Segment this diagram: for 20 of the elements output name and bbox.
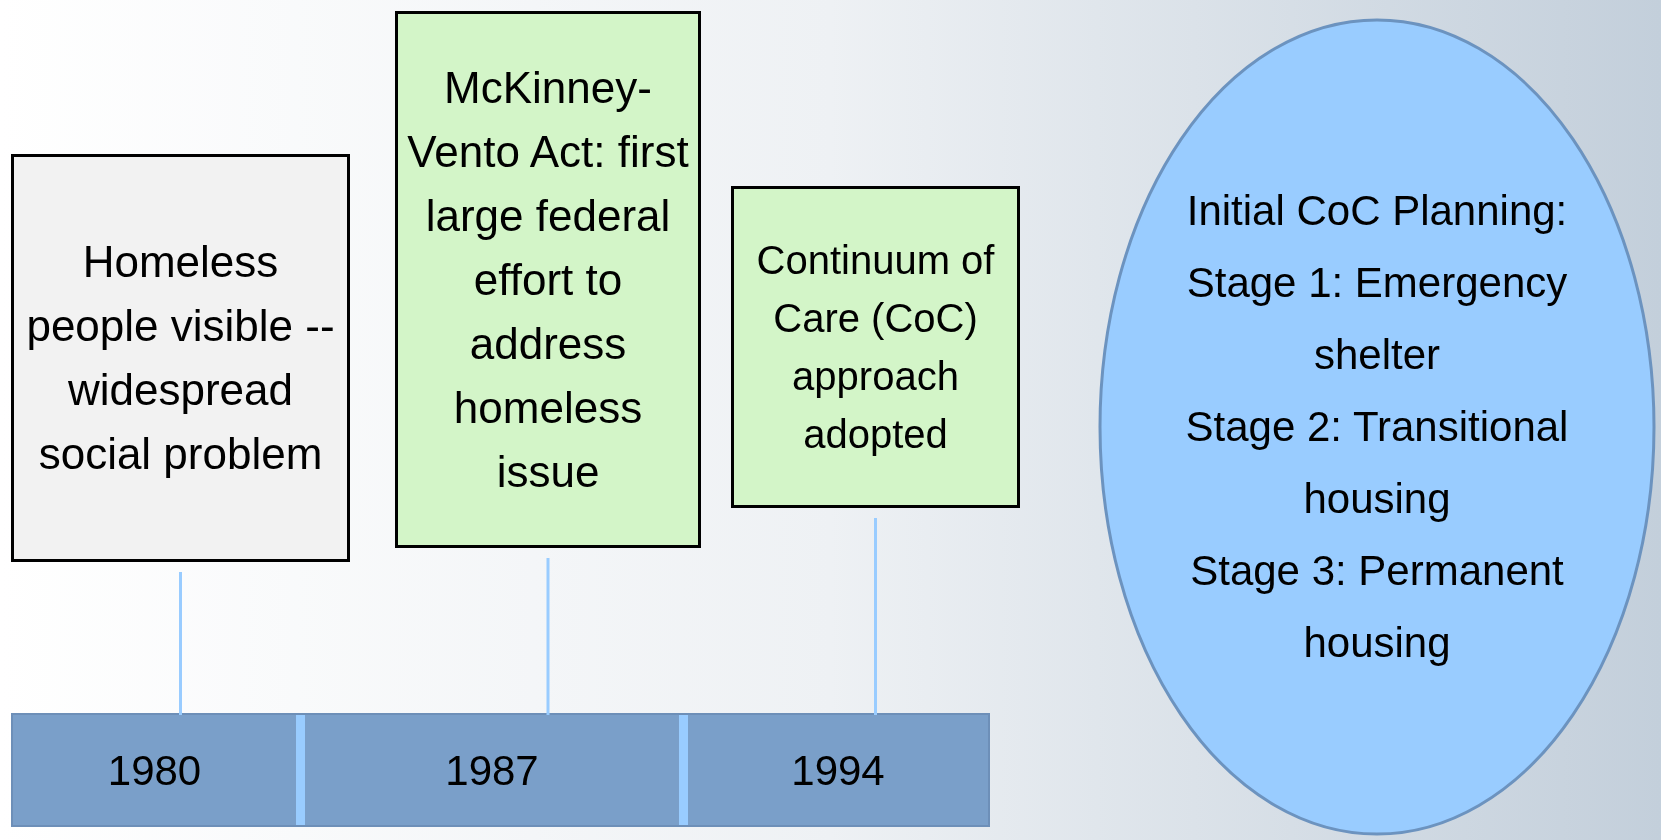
connector-line bbox=[179, 572, 182, 715]
year-segment bbox=[688, 715, 988, 825]
year-label: 1994 bbox=[791, 745, 885, 796]
planning-text: Stage 2: Transitional housing bbox=[1184, 402, 1570, 524]
event-box bbox=[731, 186, 1020, 508]
planning-text: Stage 3: Permanent housing bbox=[1189, 546, 1565, 668]
year-segment bbox=[305, 715, 679, 825]
planning-text: Initial CoC Planning: bbox=[1185, 186, 1569, 236]
planning-text: Stage 1: Emergency shelter bbox=[1185, 258, 1569, 380]
planning-ellipse bbox=[1098, 18, 1656, 836]
event-box bbox=[395, 11, 701, 548]
year-segment bbox=[13, 715, 296, 825]
connector-line bbox=[546, 558, 550, 715]
event-box bbox=[11, 154, 350, 562]
year-label: 1980 bbox=[107, 745, 202, 796]
year-label: 1987 bbox=[445, 745, 539, 796]
event-text: McKinney-Vento Act: first large federal effort to address homeless issue bbox=[406, 61, 690, 498]
event-text: Continuum of Care (CoC) approach adopted bbox=[755, 237, 996, 458]
connector-line bbox=[874, 518, 877, 715]
event-text: Homeless people visible -- widespread social problem bbox=[25, 236, 336, 480]
